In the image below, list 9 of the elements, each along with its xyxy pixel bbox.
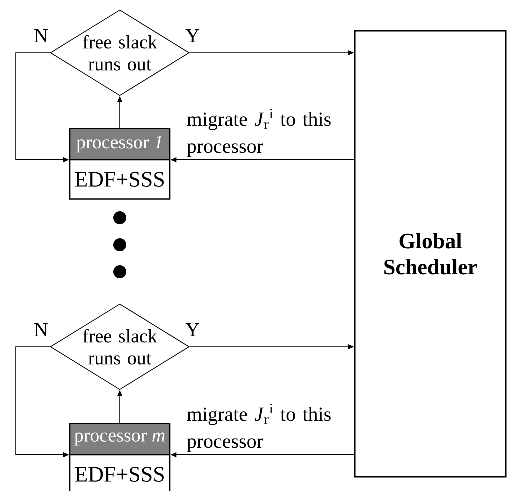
edge-label: migrate J$_{r}$$^{i}$ to this processor [186, 108, 348, 158]
node-label: EDF+SSS [75, 467, 164, 482]
edge-label: N [32, 28, 50, 44]
edge-label: N [32, 322, 50, 338]
processor-box: processor m EDF+SSS [69, 423, 171, 491]
processor-box: processor 1 EDF+SSS [69, 128, 171, 200]
scheduler-box: Global Scheduler [354, 30, 507, 478]
edge-label: migrate J$_{r}$$^{i}$ to this processor [186, 403, 348, 454]
node-label: EDF+SSS [75, 172, 164, 187]
